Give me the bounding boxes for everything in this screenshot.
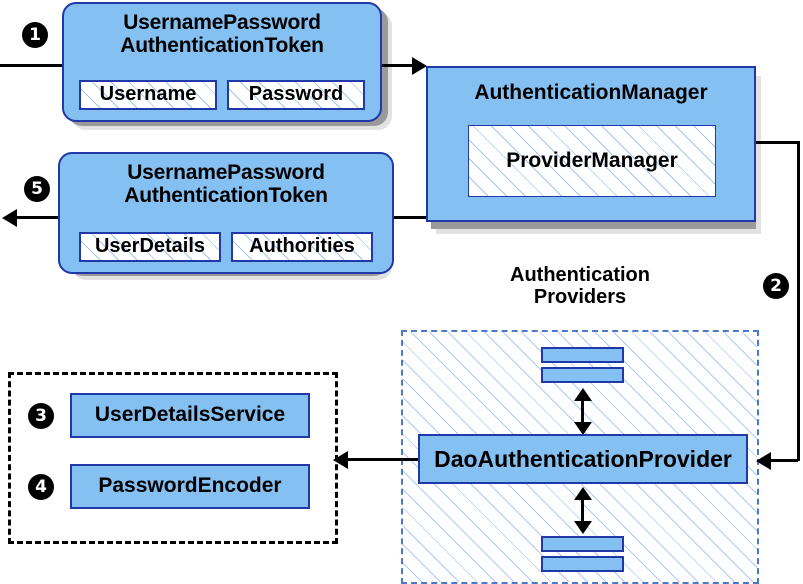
slot-username-label: Username — [99, 83, 197, 106]
arrowhead-token-to-manager — [412, 57, 427, 75]
provider-link-top-arrow-up — [574, 388, 592, 401]
provider-link-top-stem — [581, 396, 584, 428]
provider-link-bottom-stem — [581, 495, 584, 527]
step-badge-4: 4 — [28, 474, 54, 500]
collapsed-provider-bar-bottom-2 — [541, 556, 624, 572]
step-badge-4-label: 4 — [35, 477, 47, 497]
user-details-service-label: UserDetailsService — [94, 403, 286, 427]
slot-authorities[interactable]: Authorities — [231, 232, 373, 262]
provider-link-bottom-arrow-up — [574, 487, 592, 500]
password-encoder-label: PasswordEncoder — [98, 474, 282, 498]
step-badge-2: 2 — [763, 273, 789, 299]
request-token-title-line1: UsernamePassword — [123, 11, 321, 34]
step-badge-3: 3 — [28, 403, 54, 429]
connector-manager-to-response — [394, 216, 430, 219]
dao-authentication-provider-label: DaoAuthenticationProvider — [434, 445, 732, 472]
dao-authentication-provider-box[interactable]: DaoAuthenticationProvider — [418, 434, 748, 484]
collapsed-provider-bar-bottom-1 — [541, 536, 624, 552]
step-badge-2-label: 2 — [770, 276, 782, 296]
slot-password-label: Password — [248, 83, 344, 106]
authentication-manager-title: AuthenticationManager — [474, 81, 708, 104]
password-encoder-box[interactable]: PasswordEncoder — [70, 464, 310, 509]
slot-username[interactable]: Username — [79, 80, 217, 110]
authentication-providers-title-line2: Providers — [533, 286, 627, 309]
arrowhead-provider-to-beans — [333, 451, 348, 469]
connector-provider-to-beans — [347, 458, 419, 461]
step-badge-3-label: 3 — [35, 406, 47, 426]
step-badge-1: 1 — [22, 22, 48, 48]
connector-token-to-manager — [382, 64, 420, 67]
provider-manager-box[interactable]: ProviderManager — [468, 125, 716, 197]
connector-step2-v — [797, 141, 800, 461]
response-token-title: UsernamePassword AuthenticationToken — [60, 161, 392, 207]
authentication-providers-title: Authentication Providers — [455, 264, 705, 309]
authentication-providers-title-line1: Authentication — [510, 264, 650, 286]
connector-step5-out — [16, 216, 62, 219]
slot-authorities-label: Authorities — [249, 235, 355, 258]
request-token-title: UsernamePassword AuthenticationToken — [64, 11, 380, 57]
slot-userdetails-label: UserDetails — [94, 235, 206, 258]
request-token-title-line2: AuthenticationToken — [120, 33, 324, 57]
response-token-title-line1: UsernamePassword — [127, 161, 325, 184]
slot-userdetails[interactable]: UserDetails — [79, 232, 221, 262]
request-token-slots: Username Password — [64, 80, 380, 110]
provider-link-bottom-arrow-down — [574, 521, 592, 534]
request-token-box[interactable]: UsernamePassword AuthenticationToken Use… — [62, 2, 382, 122]
response-token-box[interactable]: UsernamePassword AuthenticationToken Use… — [58, 152, 394, 274]
step-badge-1-label: 1 — [29, 25, 41, 45]
user-details-service-box[interactable]: UserDetailsService — [70, 393, 310, 438]
arrowhead-step5-out — [2, 209, 17, 227]
response-token-title-line2: AuthenticationToken — [124, 183, 328, 207]
step-badge-5: 5 — [24, 176, 50, 202]
slot-password[interactable]: Password — [227, 80, 365, 110]
step-badge-5-label: 5 — [31, 179, 43, 199]
provider-manager-label: ProviderManager — [506, 149, 678, 172]
collapsed-provider-bar-top-2 — [541, 367, 624, 383]
response-token-slots: UserDetails Authorities — [60, 232, 392, 262]
arrowhead-step2-into-provider — [756, 452, 771, 470]
collapsed-provider-bar-top-1 — [541, 347, 624, 363]
connector-step2-h-top — [756, 141, 800, 144]
connector-step1-in — [0, 64, 62, 67]
connector-step2-h-bottom — [770, 459, 798, 462]
provider-link-top-arrow-down — [574, 422, 592, 435]
